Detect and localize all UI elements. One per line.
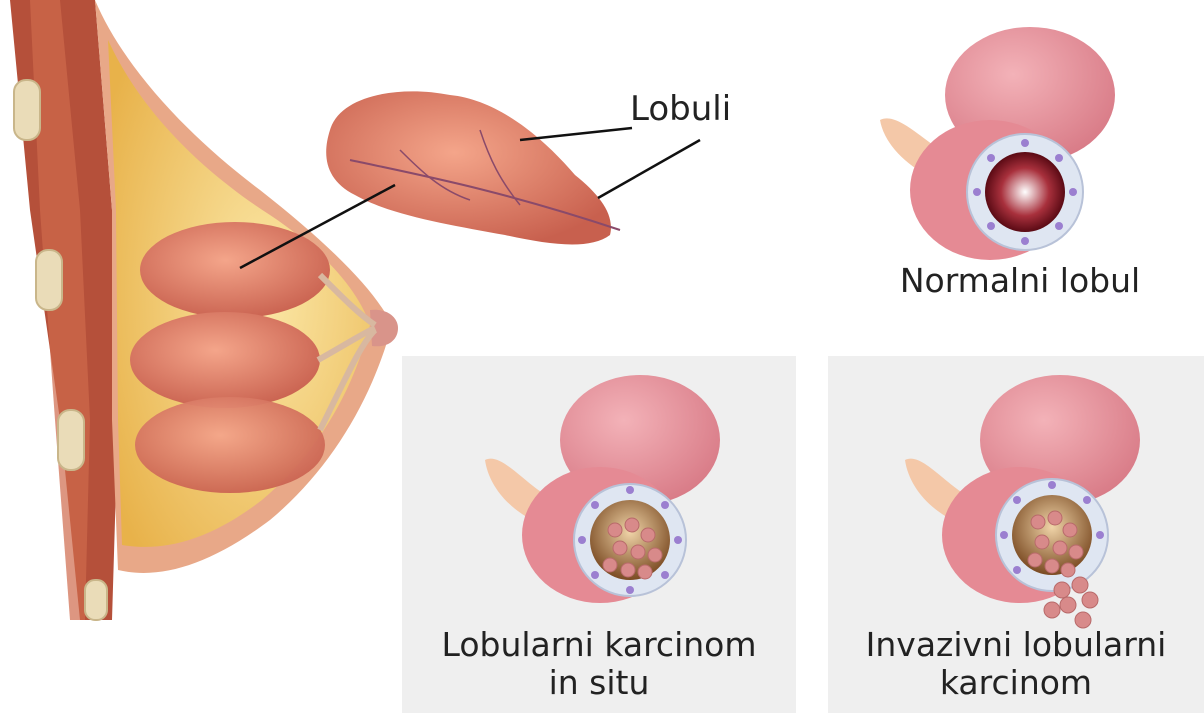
- lcis-label-line2: in situ: [402, 664, 796, 702]
- lcis-label: Lobularni karcinom in situ: [402, 626, 796, 702]
- lcis-illustration: [485, 375, 720, 603]
- lobuli-label: Lobuli: [630, 90, 731, 129]
- normal-lobule-label: Normalni lobul: [870, 262, 1170, 300]
- normal-lobule-illustration: [880, 27, 1115, 260]
- ilc-label-line1: Invazivni lobularni: [828, 626, 1204, 664]
- enlarged-lobule: [326, 91, 620, 244]
- invasive-carcinoma-label: Invazivni lobularni karcinom: [828, 626, 1204, 702]
- breast-cross-section: [10, 0, 398, 620]
- lcis-label-line1: Lobularni karcinom: [402, 626, 796, 664]
- invasive-lobular-carcinoma-illustration: [905, 375, 1140, 628]
- ilc-label-line2: karcinom: [828, 664, 1204, 702]
